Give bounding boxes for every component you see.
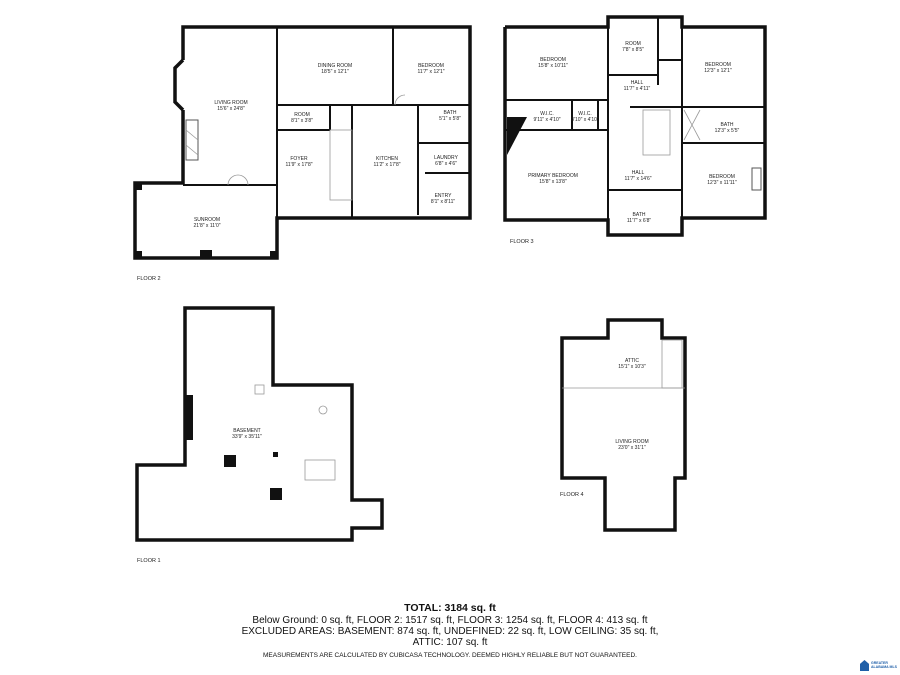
- room-dim: 11'2" x 17'8": [373, 162, 400, 168]
- room-dim: 33'9" x 35'11": [232, 434, 262, 440]
- room-name: BEDROOM: [418, 63, 444, 69]
- total-area: TOTAL: 3184 sq. ft: [404, 602, 496, 614]
- room-dim: 6'8" x 4'6": [435, 161, 457, 167]
- room-dim: 11'7" x 12'1": [417, 69, 444, 75]
- mls-logo: GREATER ALABAMA MLS: [860, 660, 899, 671]
- room-name: SUNROOM: [194, 217, 220, 223]
- floor-3-plan: BEDROOM 15'8" x 10'11" ROOM 7'8" x 8'5" …: [503, 15, 767, 245]
- house-icon: [860, 660, 869, 671]
- room-dim: 12'3" x 11'11": [707, 180, 737, 186]
- room-dim: 9'11" x 4'10": [533, 117, 560, 123]
- room-name: ROOM: [294, 112, 310, 118]
- room-dim: 15'6" x 24'8": [217, 106, 245, 112]
- logo-text: GREATER ALABAMA MLS: [871, 660, 897, 669]
- room-name: W.I.C.: [540, 111, 554, 117]
- room-name: BATH: [633, 212, 646, 218]
- floor-label: FLOOR 3: [510, 239, 534, 245]
- room-name: FOYER: [290, 156, 308, 162]
- floor-1-plan: BASEMENT 33'9" x 35'11" FLOOR 1: [135, 306, 384, 564]
- area-breakdown: Below Ground: 0 sq. ft, FLOOR 2: 1517 sq…: [252, 615, 648, 626]
- excluded-areas-cont: ATTIC: 107 sq. ft: [412, 637, 488, 648]
- room-dim: 8'1" x 8'11": [431, 199, 455, 205]
- room-name: BATH: [444, 110, 457, 116]
- room-dim: 11'9" x 17'8": [285, 162, 312, 168]
- floor-label: FLOOR 1: [137, 558, 161, 564]
- floor-4-plan: ATTIC 15'1" x 10'3" LIVING ROOM 23'0" x …: [560, 318, 687, 532]
- room-dim: 23'0" x 31'1": [618, 445, 646, 451]
- room-dim: 7'8" x 8'5": [622, 47, 644, 53]
- floor-label: FLOOR 2: [137, 276, 161, 282]
- room-dim: 8'1" x 3'8": [291, 118, 313, 124]
- room-name: HALL: [631, 80, 644, 86]
- room-name: BASEMENT: [233, 428, 261, 434]
- room-name: PRIMARY BEDROOM: [528, 173, 578, 179]
- room-name: BATH: [721, 122, 734, 128]
- room-dim: 12'3" x 12'1": [704, 68, 732, 74]
- room-name: BEDROOM: [540, 57, 566, 63]
- floor-label: FLOOR 4: [560, 492, 584, 498]
- room-name: DINING ROOM: [318, 63, 352, 69]
- room-dim: 15'1" x 10'3": [618, 364, 646, 370]
- floor-2-plan: LIVING ROOM 15'6" x 24'8" DINING ROOM 18…: [133, 25, 472, 282]
- room-name: ATTIC: [625, 358, 639, 364]
- room-dim: 11'7" x 14'6": [624, 176, 651, 182]
- room-dim: 18'5" x 12'1": [321, 69, 349, 75]
- room-name: LIVING ROOM: [615, 439, 648, 445]
- room-dim: 12'3" x 5'5": [715, 128, 740, 134]
- room-name: LAUNDRY: [434, 155, 458, 161]
- room-name: BEDROOM: [709, 174, 735, 180]
- excluded-areas: EXCLUDED AREAS: BASEMENT: 874 sq. ft, UN…: [241, 626, 659, 637]
- room-name: W.I.C.: [578, 111, 592, 117]
- room-name: BEDROOM: [705, 62, 731, 68]
- room-name: HALL: [632, 170, 645, 176]
- room-name: ENTRY: [435, 193, 453, 199]
- room-name: ROOM: [625, 41, 641, 47]
- room-dim: 11'7" x 4'11": [624, 86, 651, 92]
- room-dim: 21'8" x 11'0": [193, 223, 220, 229]
- room-name: LIVING ROOM: [214, 100, 247, 106]
- room-dim: 5'1" x 5'8": [439, 116, 461, 122]
- room-dim: 15'8" x 13'8": [539, 179, 567, 185]
- room-name: KITCHEN: [376, 156, 398, 162]
- disclaimer: MEASUREMENTS ARE CALCULATED BY CUBICASA …: [263, 652, 637, 659]
- room-dim: 15'8" x 10'11": [538, 63, 568, 69]
- room-dim: 11'7" x 6'8": [627, 218, 651, 224]
- room-dim: 3'10" x 4'10": [571, 117, 599, 123]
